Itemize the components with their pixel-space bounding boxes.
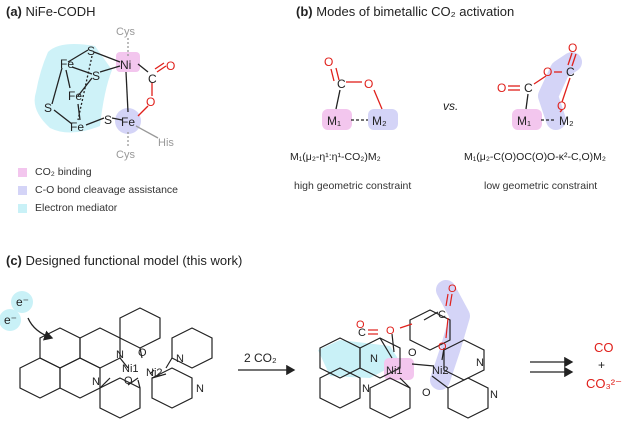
left-n-1: N	[116, 349, 124, 361]
left-caption: high geometric constraint	[294, 180, 412, 192]
mode-right-structure: O C O C O O M₁ M₂ vs.	[443, 41, 582, 130]
left-o-top: O	[324, 55, 333, 69]
product-o-left: O	[356, 319, 365, 331]
atom-s-2: S	[92, 69, 100, 83]
right-o-top: O	[568, 41, 577, 55]
panel-b-heading: (b) Modes of bimetallic CO₂ activation	[296, 4, 514, 19]
product-n-4: N	[490, 389, 498, 401]
atom-fe-1: Fe	[60, 57, 74, 71]
right-o-bridge: O	[543, 65, 552, 79]
reagent-label: 2 CO₂	[244, 351, 277, 365]
right-c-1: C	[524, 81, 533, 95]
product-o-bridge: O	[386, 325, 395, 337]
atom-c: C	[148, 72, 157, 86]
left-ni2: Ni2	[146, 367, 163, 379]
panel-b-title: Modes of bimetallic CO₂ activation	[316, 4, 515, 19]
product-o-lower: O	[438, 341, 447, 353]
right-o-left: O	[497, 81, 506, 95]
right-m2: M₂	[559, 114, 574, 128]
legend-swatch-lavender	[18, 186, 27, 195]
left-c: C	[337, 77, 346, 91]
equilibrium-arrows	[530, 356, 574, 378]
panel-a-title: NiFe-CODH	[25, 4, 96, 19]
left-o-upper: O	[138, 347, 147, 359]
reaction-arrow: 2 CO₂	[238, 351, 296, 376]
panel-c-title: Designed functional model (this work)	[25, 253, 243, 268]
legend-label-co2-binding: CO₂ binding	[35, 166, 92, 178]
legend-swatch-pink	[18, 168, 27, 177]
left-o-right: O	[364, 77, 373, 91]
left-o-lower: O	[124, 375, 133, 387]
ligand-cys-top: Cys	[116, 26, 135, 38]
right-m1: M₁	[517, 114, 531, 128]
legend-label-co-cleavage: C-O bond cleavage assistance	[35, 184, 178, 196]
atom-fe-4: Fe	[121, 115, 135, 129]
electron-1: e⁻	[16, 295, 29, 309]
left-ni1: Ni1	[122, 363, 139, 375]
product-n-2: N	[362, 383, 370, 395]
panel-a-heading: (a) NiFe-CODH	[6, 4, 96, 19]
vs-label: vs.	[443, 99, 458, 113]
left-n-4: N	[196, 383, 204, 395]
product-plus: +	[598, 358, 606, 372]
product-complex: C O O C O O Ni1 Ni2 N N N N O O	[318, 280, 498, 419]
left-formula: M₁(μ₂-η¹:η¹-CO₂)M₂	[290, 151, 381, 163]
atom-ni: Ni	[120, 58, 131, 72]
atom-fe-3: Fe	[70, 120, 84, 134]
product-co: CO	[594, 340, 614, 355]
product-o-phenoxo: O	[422, 387, 431, 399]
atom-fe-2: Fe	[68, 89, 82, 103]
fe-highlight	[115, 108, 141, 134]
ligand-his: His	[158, 137, 174, 149]
product-ni1: Ni1	[386, 365, 403, 377]
atom-s-4: S	[104, 113, 112, 127]
left-m2: M₂	[372, 114, 387, 128]
ni-highlight	[116, 52, 140, 72]
atom-o-1: O	[166, 59, 175, 73]
left-n-3: N	[176, 353, 184, 365]
left-m1: M₁	[327, 114, 341, 128]
product-ni2: Ni2	[432, 365, 449, 377]
ligand-cys-bottom: Cys	[116, 149, 135, 161]
right-formula: M₁(μ₂-C(O)OC(O)O-κ²-C,O)M₂	[464, 151, 606, 163]
electron-input: e⁻ e⁻	[0, 291, 54, 341]
product-carbonate: CO₃²⁻	[586, 376, 622, 391]
product-o-ring: O	[408, 347, 417, 359]
panel-b-tag: (b)	[296, 4, 313, 19]
product-o-top: O	[448, 283, 457, 295]
panel-c-tag: (c)	[6, 253, 22, 268]
panel-a-tag: (a)	[6, 4, 22, 19]
product-c-1: C	[358, 327, 366, 339]
product-n-3: N	[476, 357, 484, 369]
panel-c-heading: (c) Designed functional model (this work…	[6, 253, 242, 268]
atom-o-2: O	[146, 95, 155, 109]
codh-cluster: Fe S S Ni Fe S Fe S Fe C O O Cys His Cys	[34, 26, 175, 161]
electron-2: e⁻	[4, 313, 17, 327]
right-c-2: C	[566, 65, 575, 79]
product-n-1: N	[370, 353, 378, 365]
product-c-2: C	[438, 309, 446, 321]
right-o-bottom: O	[557, 99, 566, 113]
mode-left-structure: O C O M₁ M₂	[322, 55, 398, 130]
atom-s-3: S	[44, 101, 52, 115]
legend-label-electron-mediator: Electron mediator	[35, 202, 118, 214]
right-caption: low geometric constraint	[484, 180, 598, 192]
atom-s-1: S	[87, 44, 95, 58]
legend-swatch-cyan	[18, 204, 27, 213]
left-n-2: N	[92, 376, 100, 388]
reactant-complex	[19, 307, 213, 419]
